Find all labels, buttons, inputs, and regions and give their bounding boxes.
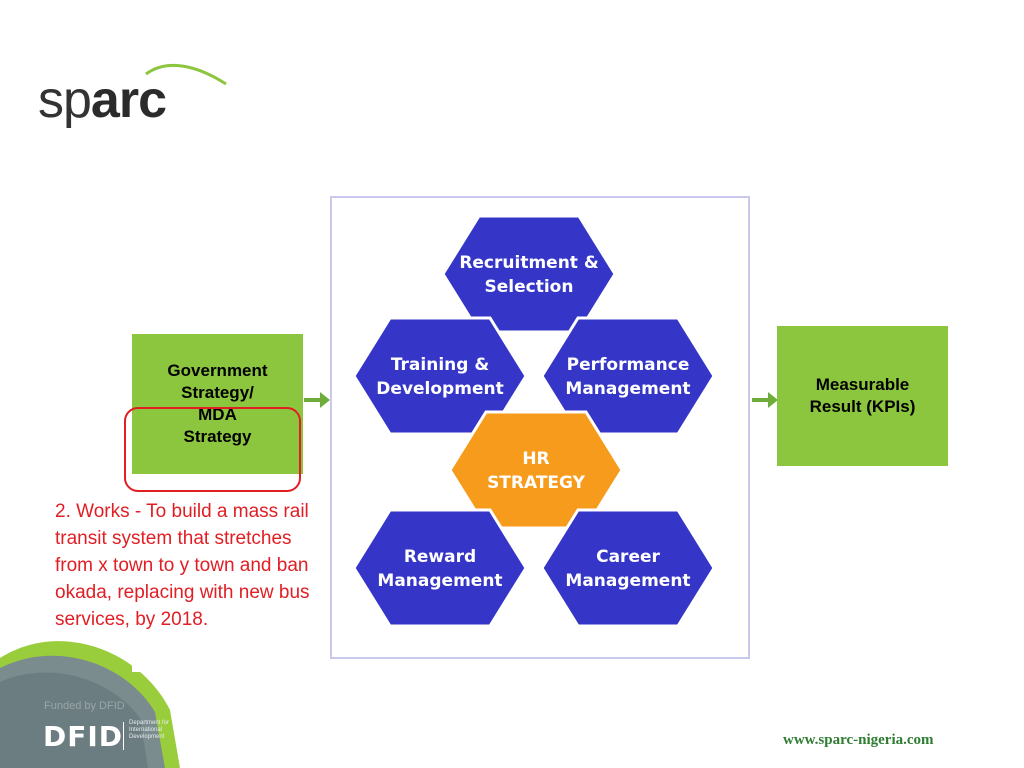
right-box-line: Result (KPIs) (809, 397, 916, 416)
website-url[interactable]: www.sparc-nigeria.com (783, 732, 934, 748)
funded-by-label: Funded by DFID (44, 700, 125, 712)
dfid-subtitle: Department for International Development (129, 720, 189, 741)
dfid-logo: DFID (43, 720, 124, 753)
dfid-subtitle-line: Department for (129, 720, 170, 726)
hexagon-label: Recruitment & (459, 253, 599, 273)
dfid-subtitle-line: International (129, 727, 163, 733)
arrow-left-icon (304, 392, 330, 408)
red-highlight-outline (124, 407, 301, 492)
measurable-result-box: Measurable Result (KPIs) (777, 326, 948, 466)
works-note-text: 2. Works - To build a mass rail transit … (55, 501, 310, 630)
hexagon-label: Reward (404, 547, 476, 567)
hexagon-label: Performance (567, 355, 690, 375)
hexagon-shape (352, 508, 528, 628)
left-box-line: MDA (198, 405, 237, 424)
hexagon-label: Management (565, 571, 690, 591)
hexagon-label: Selection (485, 277, 574, 297)
hexagon-label: STRATEGY (487, 473, 586, 493)
dfid-subtitle-line: Development (129, 734, 165, 740)
hexagon-hr-strategy: HR STRATEGY (448, 410, 624, 530)
hexagon-training: Training & Development (352, 316, 528, 436)
hexagon-label: Training & (391, 355, 490, 375)
hexagon-label: HR (522, 449, 549, 469)
logo-wordmark: sparc (38, 71, 167, 129)
left-box-line: Strategy (183, 427, 252, 446)
arrow-right-icon (752, 392, 778, 408)
logo-text-light: sp (38, 71, 92, 129)
hexagon-shape (540, 316, 716, 436)
government-strategy-box: Government Strategy/ MDA Strategy (132, 334, 303, 474)
left-box-line: Strategy/ (181, 383, 254, 402)
government-strategy-label: Government Strategy/ MDA Strategy (153, 360, 283, 448)
logo-text-bold: arc (90, 71, 167, 129)
hexagon-label: Management (565, 379, 690, 399)
hexagon-recruitment: Recruitment & Selection (441, 214, 617, 334)
logo-swoosh-icon (145, 63, 227, 86)
hexagon-shape (540, 508, 716, 628)
measurable-result-label: Measurable Result (KPIs) (788, 374, 938, 418)
hexagon-label: Career (596, 547, 660, 567)
hexagon-label: Development (376, 379, 503, 399)
hexagon-shape (441, 214, 617, 334)
hexagon-label: Management (377, 571, 502, 591)
dfid-divider (123, 722, 124, 750)
left-box-line: Government (167, 361, 268, 380)
right-box-line: Measurable (815, 375, 910, 394)
sparc-logo: sparc (38, 58, 228, 138)
